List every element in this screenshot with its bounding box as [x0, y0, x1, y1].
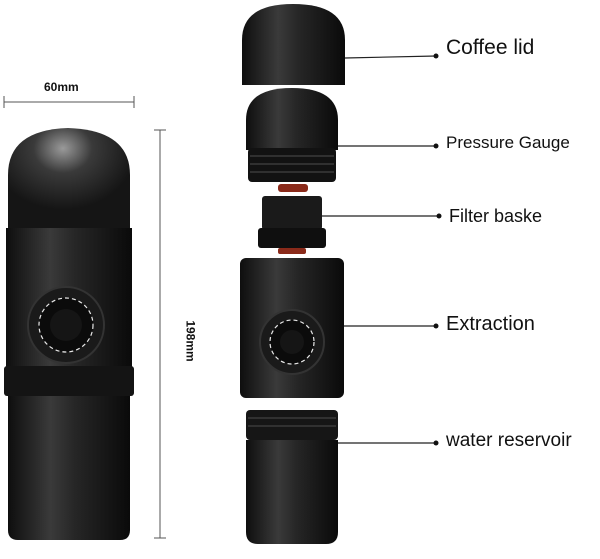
- part-pressure-gauge: [246, 88, 338, 192]
- assembled-button-center: [50, 309, 82, 341]
- assembled-lid: [8, 128, 130, 230]
- label-pressure-gauge: Pressure Gauge: [446, 133, 570, 152]
- label-water-reservoir: water reservoir: [446, 430, 572, 451]
- part-coffee-lid: [242, 4, 345, 85]
- assembled-unit: [3, 96, 166, 540]
- part-water-reservoir: [246, 410, 338, 544]
- assembled-reservoir: [8, 396, 130, 540]
- part-filter-basket: [258, 196, 326, 254]
- part-extraction: [240, 258, 344, 398]
- label-coffee-lid: Coffee lid: [446, 36, 535, 59]
- height-dimension-label: 198mm: [183, 320, 198, 362]
- leader-coffee-lid: [344, 55, 437, 59]
- leader-lines: [322, 55, 439, 444]
- assembled-ring: [4, 366, 134, 396]
- label-extraction: Extraction: [446, 313, 535, 335]
- label-filter-basket: Filter baske: [449, 206, 543, 226]
- width-dimension-label: 60mm: [44, 80, 79, 94]
